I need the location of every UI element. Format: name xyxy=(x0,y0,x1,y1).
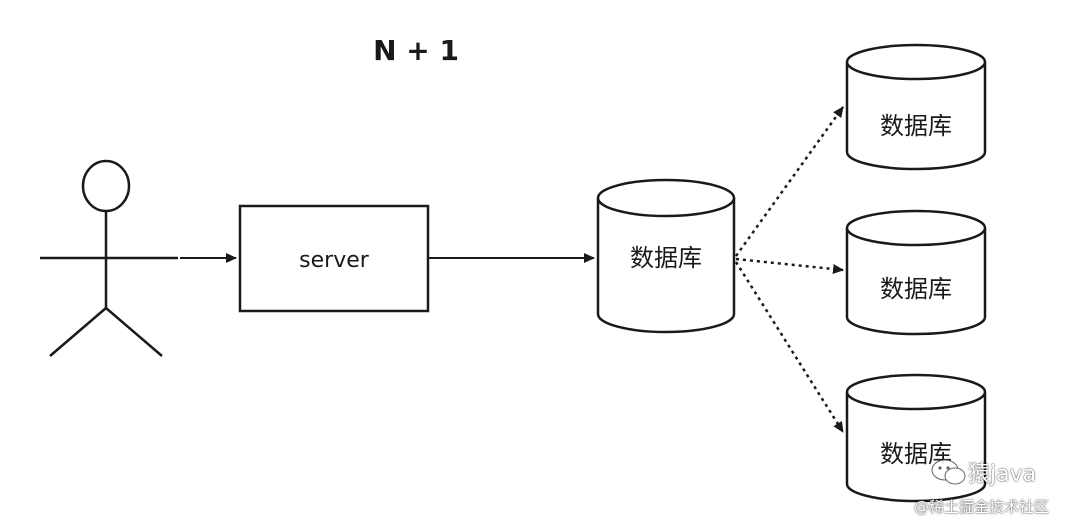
watermark-brand: 猿java xyxy=(968,462,1037,487)
watermark-site: @稀土掘金技术社区 xyxy=(914,498,1050,516)
database-middle-icon xyxy=(845,209,987,336)
user-actor-icon xyxy=(40,159,178,357)
database-top-icon xyxy=(845,43,987,171)
arrow-to-database-top xyxy=(734,106,845,257)
database-main-icon xyxy=(596,178,736,334)
database-bottom-icon xyxy=(845,373,987,503)
diagram-title: N + 1 xyxy=(373,34,459,67)
server-label: server xyxy=(299,248,370,273)
arrow-to-database-middle xyxy=(735,257,844,274)
database-middle-label: 数据库 xyxy=(880,275,952,303)
database-main-label: 数据库 xyxy=(630,244,702,272)
server-box xyxy=(238,204,430,313)
wechat-watermark-icon xyxy=(931,459,966,485)
database-top-label: 数据库 xyxy=(880,112,952,140)
arrow-to-database-bottom xyxy=(734,261,845,433)
